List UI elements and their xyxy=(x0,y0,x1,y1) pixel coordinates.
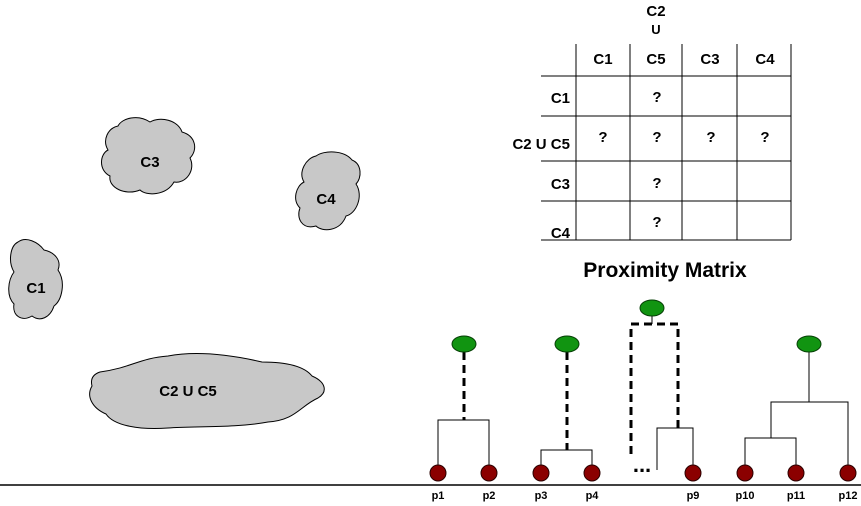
dendrogram-tree-3: ... xyxy=(629,299,694,477)
matrix-cell-c2c5-c1: ? xyxy=(598,129,607,146)
tree-branch xyxy=(437,419,490,470)
cluster-c2-u-c5: C2 U C5 xyxy=(89,353,325,429)
matrix-title: Proximity Matrix xyxy=(583,259,747,282)
leaf-node-p10 xyxy=(736,464,754,482)
matrix-row-header-c4: C4 xyxy=(551,225,571,242)
cluster-c3: C3 xyxy=(101,117,196,195)
cluster-c3-label: C3 xyxy=(140,154,159,171)
matrix-row-header-c2-u-c5: C2 U C5 xyxy=(512,136,570,153)
dendrogram-tree-2 xyxy=(540,335,593,470)
matrix-col-header-c1: C1 xyxy=(593,51,612,68)
tree-branch xyxy=(540,449,593,470)
leaf-label-p10: p10 xyxy=(736,490,755,502)
cluster-c2-u-c5-shape xyxy=(89,353,325,429)
dendrogram-tree-1 xyxy=(437,335,490,470)
cluster-c3-shape xyxy=(101,117,196,195)
matrix-cell-c2c5-c3: ? xyxy=(706,129,715,146)
cluster-c1: C1 xyxy=(8,239,63,320)
leaf-node-p1 xyxy=(429,464,447,482)
tree-dashed-link xyxy=(629,322,680,454)
leaf-label-p9: p9 xyxy=(687,490,700,502)
leaf-node-p3 xyxy=(532,464,550,482)
leaf-node-p11 xyxy=(787,464,805,482)
tree-branch xyxy=(770,401,849,470)
leaf-label-p1: p1 xyxy=(432,490,445,502)
matrix-cell-c2c5-c4: ? xyxy=(760,129,769,146)
leaf-node-p2 xyxy=(480,464,498,482)
tree-branch xyxy=(744,437,797,470)
leaf-label-p12: p12 xyxy=(839,490,858,502)
matrix-row-header-c1: C1 xyxy=(551,90,570,107)
leaf-node-p12 xyxy=(839,464,857,482)
matrix-row-header-c3: C3 xyxy=(551,176,570,193)
leaf-label-p3: p3 xyxy=(535,490,548,502)
tree-root-node xyxy=(639,299,665,317)
matrix-col-header-c4: C4 xyxy=(755,51,775,68)
cluster-c2-u-c5-label: C2 U C5 xyxy=(159,383,217,400)
matrix-cell-c3-c2c5: ? xyxy=(652,175,661,192)
matrix-cell-c2c5-c2c5: ? xyxy=(652,129,661,146)
matrix-cell-c1-c2c5: ? xyxy=(652,89,661,106)
matrix-cell-c4-c2c5: ? xyxy=(652,214,661,231)
tree-root-node xyxy=(451,335,477,353)
dendrogram-tree-4 xyxy=(744,335,849,470)
leaf-node-p9 xyxy=(684,464,702,482)
cluster-c4: C4 xyxy=(295,151,361,231)
leaf-label-p2: p2 xyxy=(483,490,496,502)
dendrogram: ... p1 p2 p3 p4 p9 p10 p11 p12 xyxy=(0,299,861,502)
tree-branch xyxy=(656,427,694,470)
leaf-label-p11: p11 xyxy=(787,490,805,502)
cluster-c1-shape xyxy=(8,239,63,320)
matrix-merged-header-line1: C2 xyxy=(646,3,665,20)
cluster-c4-shape xyxy=(295,151,361,231)
cluster-c1-label: C1 xyxy=(26,280,45,297)
leaf-label-p4: p4 xyxy=(586,490,600,502)
leaf-node-p4 xyxy=(583,464,601,482)
tree-root-node xyxy=(796,335,822,353)
matrix-col-header-c3: C3 xyxy=(700,51,719,68)
proximity-matrix: C2 U C1 C5 C3 C4 C1 C2 U C5 C3 C4 ? ? ? … xyxy=(512,3,792,282)
tree-root-node xyxy=(554,335,580,353)
dendrogram-ellipsis: ... xyxy=(633,452,651,477)
matrix-col-header-c5: C5 xyxy=(646,51,665,68)
cluster-c4-label: C4 xyxy=(316,191,336,208)
matrix-merged-header-line2: U xyxy=(651,22,660,37)
